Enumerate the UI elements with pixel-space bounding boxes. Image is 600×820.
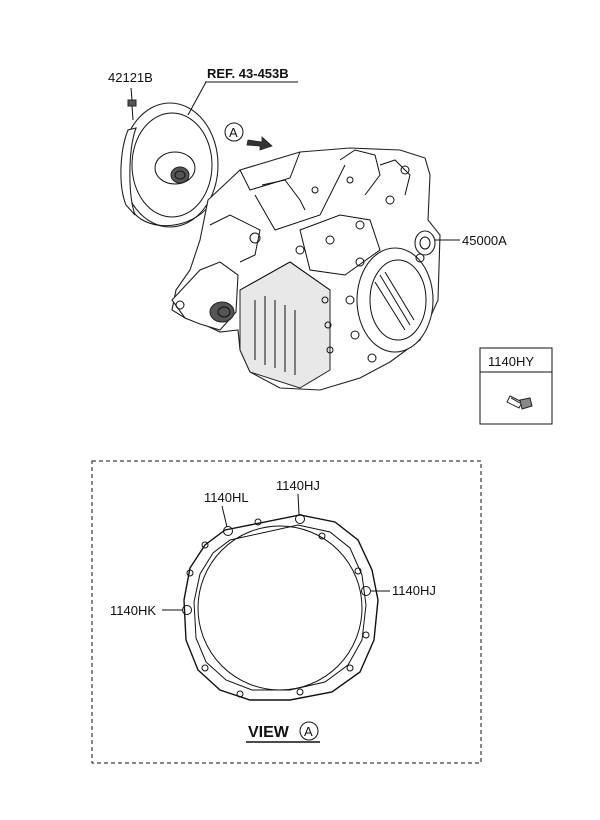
label-1140hj-top: 1140HJ <box>276 478 320 493</box>
reference-leader <box>187 81 207 116</box>
gasket <box>182 514 379 701</box>
view-a-marker: A <box>224 122 273 151</box>
leader-1140hl <box>221 505 228 528</box>
label-42121b: 42121B <box>108 70 153 85</box>
transaxle-assembly <box>171 147 441 391</box>
leader-1140hj-top <box>297 493 300 515</box>
view-title: VIEW <box>248 724 290 741</box>
bolt-42121b <box>127 87 137 121</box>
view-title-letter: A <box>304 724 313 739</box>
label-1140hk: 1140HK <box>110 603 156 618</box>
view-a-detail-frame <box>91 460 482 764</box>
view-marker-letter: A <box>229 125 238 140</box>
torque-converter <box>120 102 219 228</box>
label-1140hj-right: 1140HJ <box>392 583 436 598</box>
label-reference: REF. 43-453B <box>207 66 289 81</box>
bolt-box-title: 1140HY <box>488 354 534 369</box>
bolt-box-1140hy: 1140HY <box>479 347 553 425</box>
label-1140hl: 1140HL <box>204 490 249 505</box>
view-title-circle <box>299 721 319 741</box>
label-45000a: 45000A <box>462 233 507 248</box>
bolt-icon <box>506 395 533 410</box>
